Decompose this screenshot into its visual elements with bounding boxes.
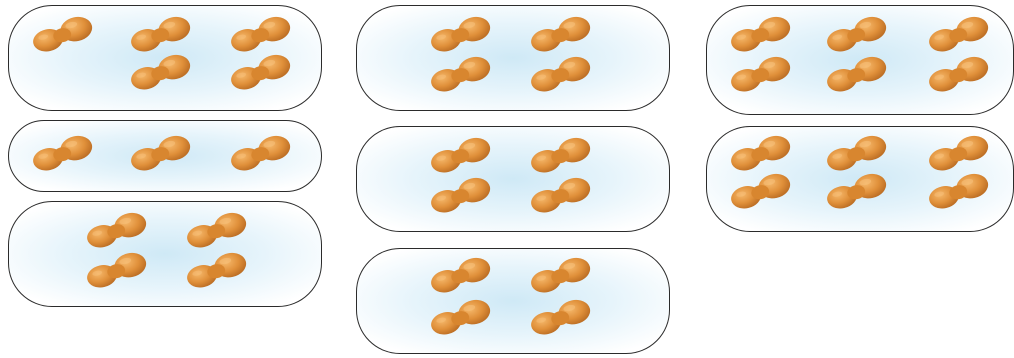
peanut-group-1-1 (8, 5, 322, 111)
peanut-icon (27, 15, 99, 53)
peanut-icon (225, 15, 297, 53)
peanut-icon (821, 55, 893, 93)
peanut-group-2-2 (356, 126, 670, 232)
peanut-group-1-3 (8, 201, 322, 307)
peanut-icon (81, 251, 153, 289)
peanut-icon (425, 256, 497, 294)
peanut-icon (821, 172, 893, 210)
peanut-icon (525, 298, 597, 336)
peanut-icon (525, 176, 597, 214)
peanut-icon (425, 55, 497, 93)
peanut-icon (525, 256, 597, 294)
peanut-icon (125, 134, 197, 172)
peanut-icon (525, 15, 597, 53)
peanut-icon (525, 55, 597, 93)
peanut-icon (225, 53, 297, 91)
peanut-group-2-3 (356, 248, 670, 354)
peanut-icon (923, 15, 995, 53)
peanut-group-2-1 (356, 5, 670, 111)
peanut-icon (125, 53, 197, 91)
peanut-icon (923, 172, 995, 210)
peanut-icon (525, 136, 597, 174)
peanut-icon (725, 15, 797, 53)
peanut-icon (725, 172, 797, 210)
peanut-icon (425, 15, 497, 53)
peanut-icon (27, 134, 99, 172)
peanut-icon (821, 134, 893, 172)
peanut-icon (725, 134, 797, 172)
peanut-icon (425, 298, 497, 336)
peanut-icon (181, 211, 253, 249)
peanut-icon (425, 136, 497, 174)
peanut-group-1-2 (8, 120, 322, 192)
peanut-icon (821, 15, 893, 53)
peanut-icon (81, 211, 153, 249)
peanut-icon (923, 134, 995, 172)
peanut-icon (923, 55, 995, 93)
peanut-icon (181, 251, 253, 289)
peanut-group-3-2 (706, 126, 1014, 232)
peanut-group-3-1 (706, 5, 1014, 115)
peanut-icon (725, 55, 797, 93)
peanut-icon (125, 15, 197, 53)
peanut-icon (225, 134, 297, 172)
peanut-icon (425, 176, 497, 214)
